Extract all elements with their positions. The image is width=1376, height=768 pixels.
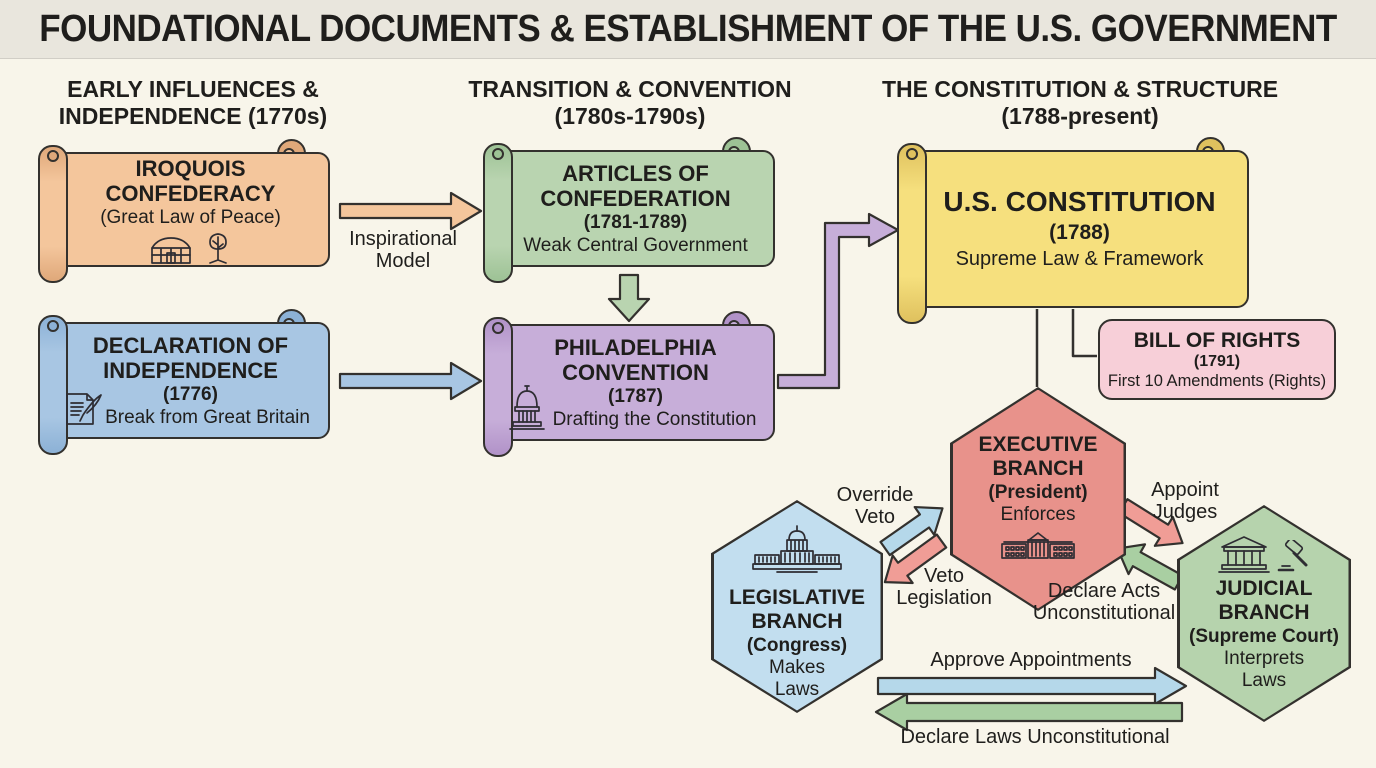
label-veto-legislation: Veto Legislation <box>896 565 992 609</box>
us-constitution-box: U.S. CONSTITUTION (1788) Supreme Law & F… <box>897 137 1249 324</box>
scroll-roll <box>483 143 513 283</box>
arrow-articles-to-convention <box>607 273 651 323</box>
label-inspirational-model: Inspirational Model <box>349 228 457 272</box>
constitution-note: Supreme Law & Framework <box>955 248 1204 270</box>
scroll-roll <box>38 145 68 283</box>
bill-of-rights-box: BILL OF RIGHTS (1791) First 10 Amendment… <box>1098 319 1336 400</box>
gavel-icon <box>1277 540 1308 572</box>
section-early-heading: EARLY INFLUENCES & INDEPENDENCE <box>58 76 319 129</box>
page-title: FOUNDATIONAL DOCUMENTS & ESTABLISHMENT O… <box>39 7 1337 50</box>
judicial-title: JUDICIAL BRANCH <box>1215 577 1313 624</box>
declaration-box: DECLARATION OF INDEPENDENCE (1776) Break… <box>38 309 330 455</box>
section-structure-heading: THE CONSTITUTION & STRUCTURE <box>881 76 1279 102</box>
section-header-early: EARLY INFLUENCES & INDEPENDENCE (1770s) <box>0 76 394 130</box>
arrow-inspirational-model <box>338 191 483 231</box>
quill-document-icon <box>66 393 102 425</box>
section-header-structure: THE CONSTITUTION & STRUCTURE (1788-prese… <box>860 76 1300 130</box>
philadelphia-year: (1787) <box>608 385 663 407</box>
section-header-transition: TRANSITION & CONVENTION (1780s-1790s) <box>450 76 810 130</box>
label-override-veto: Override Veto <box>836 484 914 528</box>
declaration-year: (1776) <box>163 383 218 405</box>
philadelphia-title: PHILADELPHIA CONVENTION <box>554 334 717 385</box>
longhouse-icon <box>150 236 191 264</box>
iroquois-confederacy-box: IROQUOIS CONFEDERACY (Great Law of Peace… <box>38 139 330 283</box>
arrow-declaration-to-convention <box>338 361 483 401</box>
executive-title: EXECUTIVE BRANCH <box>978 433 1098 480</box>
arrow-approve-appointments <box>876 666 1188 706</box>
articles-note: Weak Central Government <box>523 234 748 256</box>
label-declare-acts-unconstitutional: Declare Acts Unconstitutional <box>1032 580 1176 624</box>
articles-box: ARTICLES OF CONFEDERATION (1781-1789) We… <box>483 137 775 283</box>
iroquois-title: IROQUOIS CONFEDERACY <box>105 155 276 206</box>
label-appoint-judges: Appoint Judges <box>1151 479 1219 523</box>
label-approve-appointments: Approve Appointments <box>930 649 1132 671</box>
title-bar: FOUNDATIONAL DOCUMENTS & ESTABLISHMENT O… <box>0 0 1376 59</box>
tree-icon <box>208 232 227 264</box>
courthouse-icon <box>1218 536 1270 573</box>
iroquois-subtitle: (Great Law of Peace) <box>100 206 281 228</box>
bill-of-rights-year: (1791) <box>1193 352 1241 370</box>
bill-of-rights-note: First 10 Amendments (Rights) <box>1107 371 1327 390</box>
constitution-title: U.S. CONSTITUTION <box>943 186 1216 217</box>
section-transition-heading: TRANSITION & CONVENTION <box>468 76 792 102</box>
label-declare-laws-unconstitutional: Declare Laws Unconstitutional <box>900 726 1170 748</box>
executive-branch-hexagon: EXECUTIVE BRANCH (President) Enforces <box>950 387 1126 611</box>
executive-subtitle: (President) <box>988 482 1088 503</box>
declaration-note: Break from Great Britain <box>105 406 310 428</box>
bill-of-rights-title: BILL OF RIGHTS <box>1133 328 1301 352</box>
line-constitution-to-bill-of-rights <box>1071 309 1097 358</box>
philadelphia-note: Drafting the Constitution <box>552 408 757 430</box>
articles-title: ARTICLES OF CONFEDERATION <box>540 160 731 211</box>
arrow-convention-to-constitution <box>776 212 900 390</box>
executive-role: Enforces <box>1000 504 1076 525</box>
judicial-branch-hexagon: JUDICIAL BRANCH (Supreme Court) Interpre… <box>1177 505 1351 722</box>
constitution-year: (1788) <box>1049 221 1110 244</box>
section-transition-period: (1780s-1790s) <box>554 103 706 129</box>
judicial-role: Interprets Laws <box>1223 648 1305 691</box>
arrow-declare-laws <box>874 692 1184 732</box>
capitol-dome-icon <box>509 385 545 430</box>
scroll-roll <box>483 317 513 457</box>
white-house-icon <box>1001 532 1075 559</box>
legislative-branch-hexagon: LEGISLATIVE BRANCH (Congress) Makes Laws <box>711 500 883 713</box>
legislative-subtitle: (Congress) <box>746 635 848 656</box>
articles-year: (1781-1789) <box>583 211 688 233</box>
scroll-roll <box>897 143 927 324</box>
section-early-period: (1770s) <box>247 103 328 129</box>
scroll-roll <box>38 315 68 455</box>
legislative-role: Makes Laws <box>769 657 825 700</box>
declaration-title: DECLARATION OF INDEPENDENCE <box>92 332 289 383</box>
judicial-subtitle: (Supreme Court) <box>1189 626 1339 647</box>
capitol-building-icon <box>752 525 842 573</box>
legislative-title: LEGISLATIVE BRANCH <box>728 586 866 633</box>
philadelphia-convention-box: PHILADELPHIA CONVENTION (1787) Drafting … <box>483 311 775 457</box>
section-structure-period: (1788-present) <box>1001 103 1159 129</box>
